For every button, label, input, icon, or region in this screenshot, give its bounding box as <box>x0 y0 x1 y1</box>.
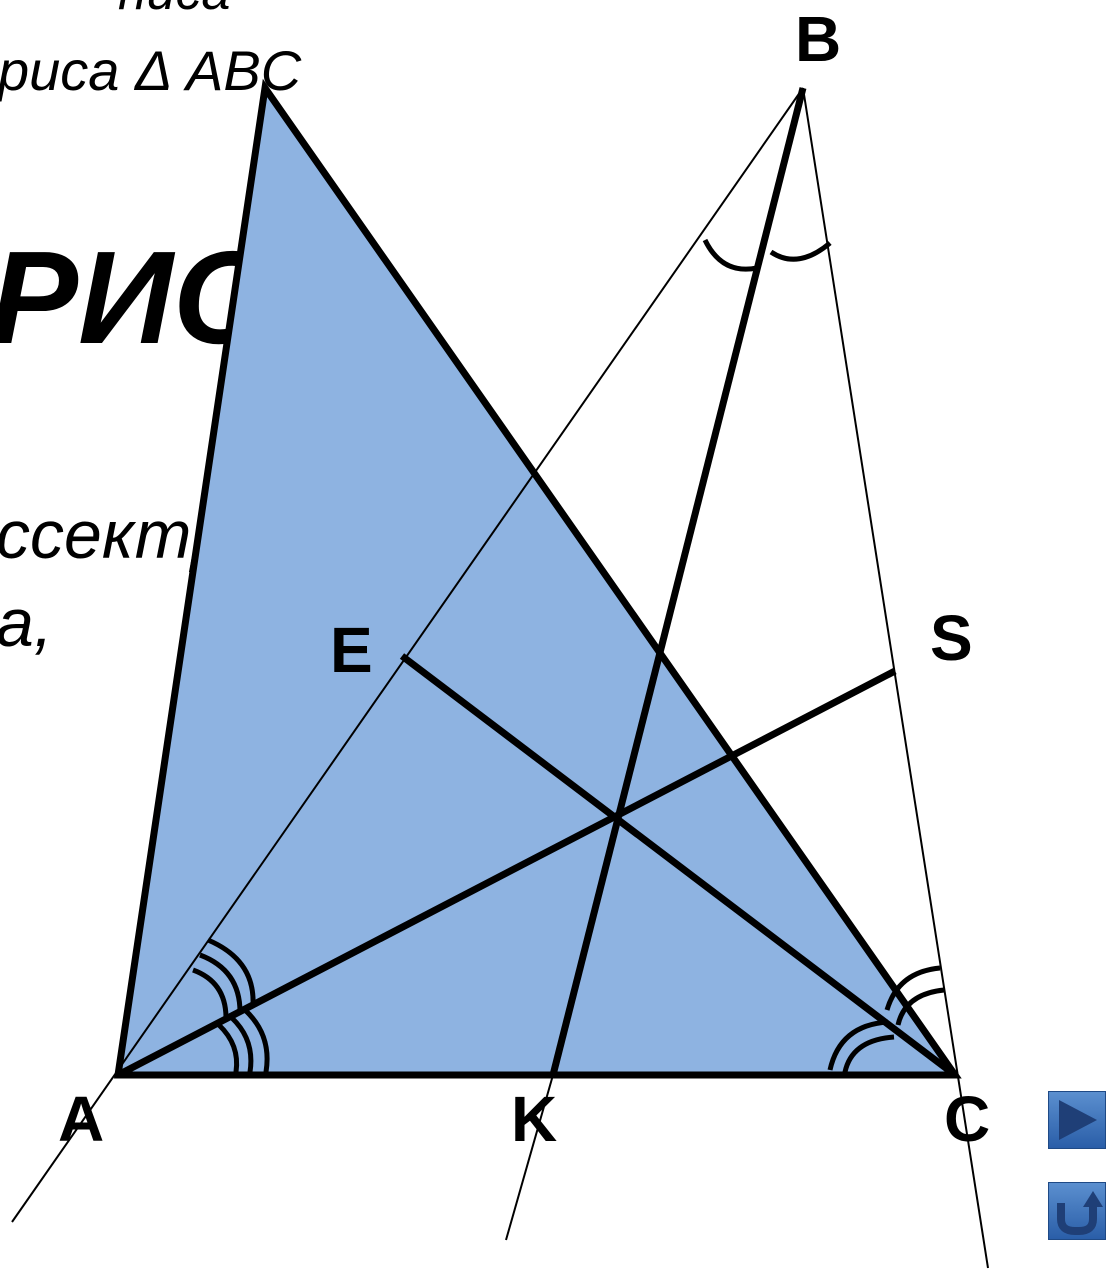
triangle-fill <box>113 78 962 1079</box>
label-a: A <box>58 1083 105 1155</box>
label-s: S <box>930 602 973 674</box>
subtitle-text: риса Δ ABC <box>0 39 302 102</box>
thin-line-a-b <box>11 87 804 1223</box>
angle-arc-b-right <box>769 241 832 262</box>
label-c: C <box>944 1083 991 1155</box>
label-e: E <box>330 614 373 686</box>
top-cut-text: писа <box>118 0 230 22</box>
return-arrow-icon <box>1057 1191 1103 1235</box>
bisector-bk <box>549 87 807 1076</box>
angle-arcs-a <box>192 937 270 1073</box>
angle-arcs-c <box>827 965 945 1073</box>
thin-line-b-c <box>802 87 989 1269</box>
label-b: B <box>795 3 842 75</box>
thin-line-k-ext <box>505 1074 554 1241</box>
angle-arc-b-left <box>702 238 758 272</box>
bisector-as <box>116 667 897 1079</box>
label-k: K <box>511 1083 558 1155</box>
play-arrow-icon <box>1059 1100 1097 1140</box>
bisector-ce <box>399 653 958 1078</box>
body-text-line-2: а, <box>0 585 53 661</box>
next-slide-button[interactable] <box>1048 1091 1106 1149</box>
return-button[interactable] <box>1048 1182 1106 1240</box>
